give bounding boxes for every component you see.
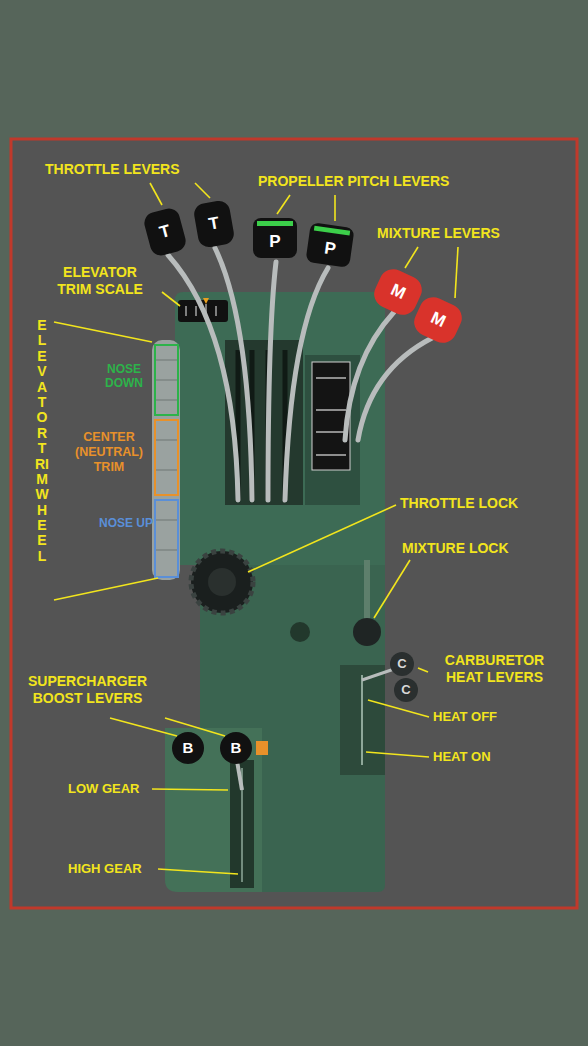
knob-letter: B [174, 737, 202, 759]
prop-knob [305, 222, 354, 268]
boost-knob [172, 732, 204, 764]
illustration-part [418, 668, 428, 672]
illustration-part [268, 262, 276, 500]
illustration-part [155, 440, 177, 441]
illustration-part [168, 255, 238, 500]
boost-knob [220, 732, 252, 764]
mixture-section [305, 355, 360, 505]
illustration-part [150, 183, 162, 205]
illustration-part [316, 454, 346, 455]
illustration-part [195, 183, 210, 198]
lock-hub [208, 568, 236, 596]
wheel-ridges [155, 360, 177, 550]
illustration-part [110, 718, 177, 736]
carb-slot [361, 675, 363, 765]
illustration-part [366, 752, 429, 757]
illustration-part [405, 247, 418, 268]
illustration-part [162, 292, 180, 306]
illustration-part [165, 718, 225, 736]
knob-letter: T [198, 211, 229, 238]
knob-letter: T [149, 218, 182, 246]
frame [11, 139, 577, 908]
nose-up-zone [155, 500, 178, 577]
part-label: THROTTLE LEVERS [45, 161, 195, 178]
boost-tab [256, 741, 268, 755]
part-label: ELEVATOR TRIM WHEEL [35, 318, 49, 564]
prop-stripe [314, 226, 350, 236]
knob-letter: M [421, 304, 456, 336]
part-label: PROPELLER PITCH LEVERS [258, 173, 478, 190]
prop-stripe [257, 221, 293, 226]
part-label: THROTTLE LOCK [400, 495, 570, 512]
knob-letter: P [315, 236, 346, 262]
position-label: HEAT OFF [433, 709, 553, 725]
prop-knob [253, 218, 297, 258]
illustration-part [158, 869, 238, 874]
throttle-knob [192, 199, 235, 249]
illustration-part [155, 360, 177, 361]
illustration-part [155, 470, 177, 471]
carb-heat-panel [340, 665, 385, 775]
throttle-knob [142, 206, 188, 258]
scale-ticks [316, 378, 346, 455]
trim-pointer [203, 298, 209, 304]
mixture-lock-knob [353, 618, 381, 646]
illustration-part [215, 248, 252, 500]
illustration-part [155, 550, 177, 551]
part-label: MIXTURE LEVERS [377, 225, 527, 242]
trim-wheel [152, 340, 180, 580]
lock-shaft [364, 560, 370, 620]
illustration-part [334, 195, 336, 221]
illustration-part [196, 306, 197, 316]
knob-letter: M [381, 276, 416, 308]
illustration-part [155, 520, 177, 521]
illustration-part [186, 306, 187, 316]
knob-letter: B [222, 737, 250, 759]
illustration-part [248, 505, 396, 572]
position-label: HIGH GEAR [68, 861, 163, 877]
illustration-part [316, 409, 346, 410]
zone-label: CENTER (NEUTRAL) TRIM [64, 430, 154, 475]
illustration-part [316, 431, 346, 432]
part-label: MIXTURE LOCK [402, 540, 572, 557]
part-label: SUPERCHARGER BOOST LEVERS [20, 673, 155, 707]
zone-label: NOSE UP [98, 516, 154, 530]
illustration-part [285, 268, 328, 500]
illustration-part [54, 578, 158, 600]
illustration-part [155, 380, 177, 381]
illustration-part [277, 195, 290, 214]
supercharger-housing [165, 728, 262, 892]
position-label: LOW GEAR [68, 781, 158, 797]
neutral-zone [155, 420, 178, 495]
illustration-part [216, 306, 217, 316]
illustration-part [316, 377, 346, 378]
bolt-hole [290, 622, 310, 642]
knob-letter: C [388, 653, 416, 675]
nose-down-zone [155, 345, 178, 415]
illustration-part [368, 700, 429, 717]
illustration-part [54, 322, 152, 342]
throttle-lock-knob [191, 551, 253, 613]
knob-letter: C [392, 679, 420, 701]
part-label: CARBURETOR HEAT LEVERS [432, 652, 557, 686]
illustration-part [152, 789, 228, 790]
lever-rods [168, 248, 432, 500]
illustration-part [155, 400, 177, 401]
mixture-scale-plate [312, 362, 350, 470]
illustration-part [455, 247, 458, 298]
illustration-part [358, 338, 432, 440]
part-label: ELEVATOR TRIM SCALE [45, 264, 155, 298]
zone-label: NOSE DOWN [96, 362, 152, 391]
mixture-knob [410, 293, 467, 348]
position-label: HEAT ON [433, 749, 553, 765]
illustration-part [374, 560, 410, 618]
knob-letter: P [261, 231, 289, 253]
